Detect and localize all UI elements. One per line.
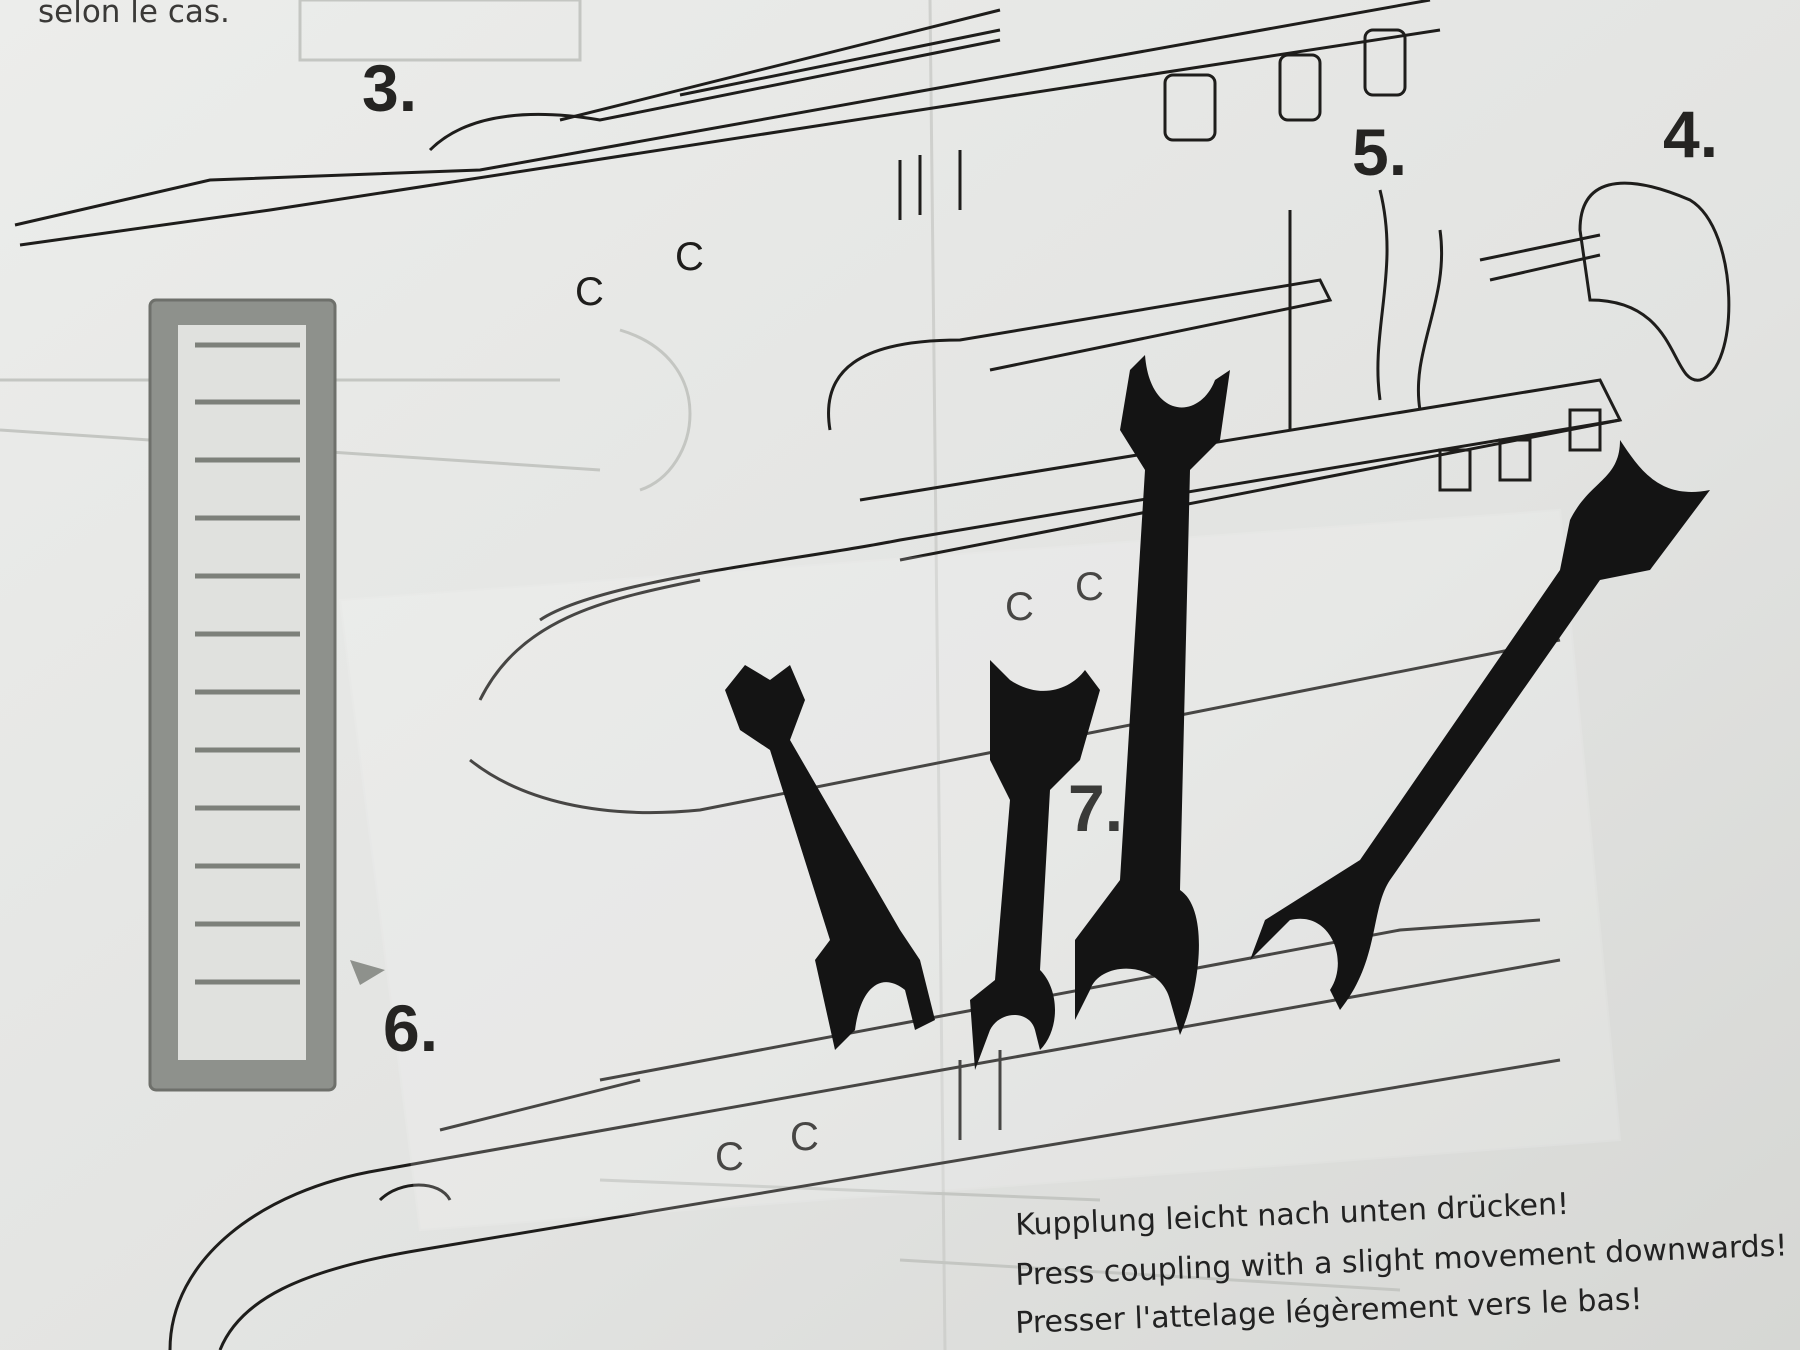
header-text: selon le cas. <box>38 0 230 30</box>
step-7-label: 7. <box>1068 771 1124 845</box>
step-6-label: 6. <box>383 991 439 1065</box>
paper-fold <box>928 0 947 1350</box>
train-drawing-step6 <box>168 918 1561 1350</box>
step-5-label: 5. <box>1352 115 1408 189</box>
coupling-tool-1 <box>725 665 935 1050</box>
train-drawing-step3 <box>14 0 1441 247</box>
svg-text:C: C <box>1075 565 1104 609</box>
svg-text:C: C <box>675 235 704 279</box>
ladder-sprue <box>148 298 385 1092</box>
ladder-rungs <box>195 342 300 985</box>
coupling-tool-4 <box>1250 440 1710 1010</box>
coupling-tools <box>725 355 1710 1070</box>
coupling-tool-3 <box>1075 355 1230 1035</box>
svg-text:C: C <box>715 1135 744 1179</box>
svg-text:C: C <box>790 1115 819 1159</box>
train-drawing-step5 <box>469 181 1731 815</box>
coupling-tool-2 <box>970 660 1100 1070</box>
svg-text:C: C <box>1005 585 1034 629</box>
svg-text:C: C <box>575 270 604 314</box>
step-4-label: 4. <box>1663 97 1719 171</box>
step-3-label: 3. <box>362 51 418 125</box>
plastic-bag <box>338 508 1622 1232</box>
